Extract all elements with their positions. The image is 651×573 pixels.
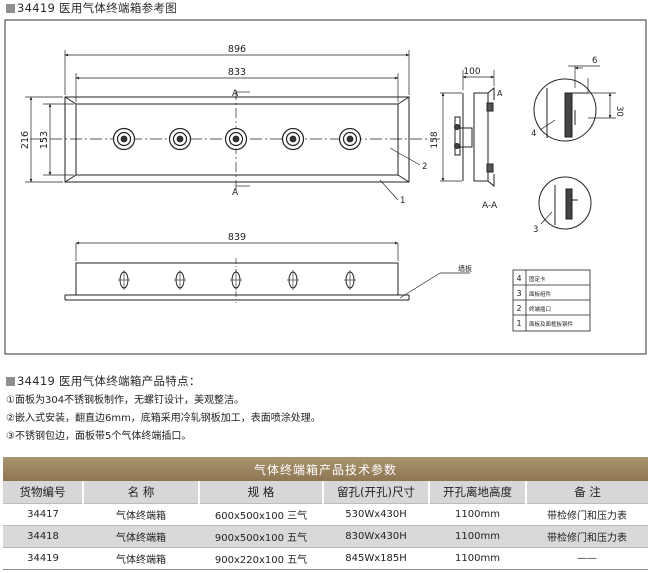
features-title: 34419 医用气体终端箱产品特点： — [6, 373, 201, 389]
drawing-title-text: 34419 医用气体终端箱参考图 — [17, 1, 178, 15]
outlet-slot — [230, 270, 242, 290]
side-section — [440, 70, 495, 188]
feature-item-1: ①面板为304不锈钢板制作，无螺钉设计，美观整洁。 — [6, 395, 245, 406]
dim-flange: 6 — [592, 56, 597, 66]
cell-remark: —— — [526, 547, 649, 570]
col-header-height: 开孔离地高度 — [428, 481, 526, 504]
cell-remark: 带检修门和压力表 — [526, 525, 649, 548]
dim-depth: 100 — [463, 67, 480, 77]
callout-3-detail: 3 — [533, 225, 538, 235]
dim-lip: 30 — [614, 106, 624, 117]
cell-cutout: 530Wx430H — [323, 503, 429, 526]
cell-height: 1100mm — [429, 525, 526, 548]
wall-label: 墙板 — [458, 264, 472, 273]
front-outer-frame — [64, 96, 410, 183]
feature-item-3: ③不锈钢包边，面板带5个气体终端插口。 — [6, 431, 192, 442]
col-header-name: 名 称 — [82, 481, 199, 504]
feature-item-2: ②嵌入式安装，翻直边6mm，底箱采用冷轧钢板加工，表面喷涂处理。 — [6, 413, 321, 424]
drawing-title: 34419 医用气体终端箱参考图 — [6, 0, 177, 16]
bottom-outlet-slots — [118, 270, 356, 290]
detail-circle-top — [533, 65, 616, 142]
cell-height: 1100mm — [429, 503, 526, 526]
front-panel — [75, 103, 399, 176]
cell-item-no: 34419 — [3, 547, 83, 570]
title-marker — [6, 4, 15, 13]
gas-outlet-socket — [338, 127, 362, 151]
cell-spec: 900x500x100 五气 — [199, 525, 323, 548]
callout-1-front: 1 — [400, 196, 405, 206]
legend-name-2: 终端插口 — [529, 305, 551, 313]
col-header-spec: 规 格 — [198, 481, 323, 504]
cell-item-no: 34417 — [3, 503, 83, 526]
legend-name-1: 面板及面框板钢件 — [529, 320, 574, 328]
parts-legend — [512, 269, 591, 332]
legend-no-2: 2 — [516, 304, 521, 313]
legend-no-4: 4 — [516, 274, 521, 283]
detail-circle-bottom — [538, 176, 592, 230]
table-row: 34419 气体终端箱 900x220x100 五气 845Wx185H 110… — [3, 547, 649, 570]
cell-cutout: 845Wx185H — [323, 547, 429, 570]
dim-panel-height: 153 — [39, 131, 50, 149]
col-header-cutout: 留孔(开孔)尺寸 — [322, 481, 429, 504]
front-outlets — [112, 127, 362, 151]
legend-no-3: 3 — [516, 289, 521, 298]
gas-outlet-socket — [112, 127, 136, 151]
spec-caption: 气体终端箱产品技术参数 — [3, 457, 649, 481]
cell-spec: 900x220x100 五气 — [199, 547, 323, 570]
legend-name-4: 固定卡 — [529, 275, 546, 283]
table-row: 34417 气体终端箱 600x500x100 三气 530Wx430H 110… — [3, 503, 649, 526]
gas-outlet-socket — [168, 127, 192, 151]
features-title-text: 34419 医用气体终端箱产品特点： — [17, 374, 201, 388]
outlet-slot — [174, 270, 186, 290]
cell-name: 气体终端箱 — [83, 503, 199, 526]
legend-no-1: 1 — [516, 319, 521, 328]
cell-spec: 600x500x100 三气 — [199, 503, 323, 526]
cell-remark: 带检修门和压力表 — [526, 503, 649, 526]
callout-4-detail: 4 — [531, 129, 536, 139]
section-mark-side: A — [497, 89, 503, 98]
dim-box-height: 158 — [430, 131, 440, 148]
reference-drawing: 896 833 216 153 A A 2 1 100 158 A A-A — [4, 19, 647, 355]
cell-name: 气体终端箱 — [83, 525, 199, 548]
cell-name: 气体终端箱 — [83, 547, 199, 570]
legend-name-3: 面板组件 — [529, 290, 552, 298]
cell-item-no: 34418 — [3, 525, 83, 548]
gas-outlet-socket — [281, 127, 305, 151]
table-row: 34418 气体终端箱 900x500x100 五气 830Wx430H 110… — [3, 525, 649, 548]
callout-2-front: 2 — [422, 162, 427, 172]
gas-outlet-socket — [224, 127, 248, 151]
spec-table: 气体终端箱产品技术参数 货物编号 名 称 规 格 留孔(开孔)尺寸 开孔离地高度… — [3, 457, 649, 570]
dim-overall-width: 896 — [228, 44, 246, 55]
section-mark-top: A — [232, 89, 239, 99]
outlet-slot — [287, 270, 299, 290]
col-header-item-no: 货物编号 — [3, 481, 83, 504]
section-label-aa: A-A — [482, 201, 498, 211]
outlet-slot — [118, 270, 130, 290]
section-mark-bottom: A — [232, 188, 239, 198]
dim-panel-width: 833 — [228, 67, 246, 78]
spec-header-row: 货物编号 名 称 规 格 留孔(开孔)尺寸 开孔离地高度 备 注 — [3, 481, 649, 504]
features-marker — [6, 377, 15, 386]
cell-cutout: 830Wx430H — [323, 525, 429, 548]
cell-height: 1100mm — [429, 547, 526, 570]
dim-bottom-width: 839 — [228, 232, 246, 243]
drawing-frame — [4, 19, 647, 355]
outlet-slot — [344, 270, 356, 290]
bottom-view — [64, 241, 470, 303]
col-header-remark: 备 注 — [524, 481, 649, 504]
dim-overall-height: 216 — [20, 131, 31, 149]
